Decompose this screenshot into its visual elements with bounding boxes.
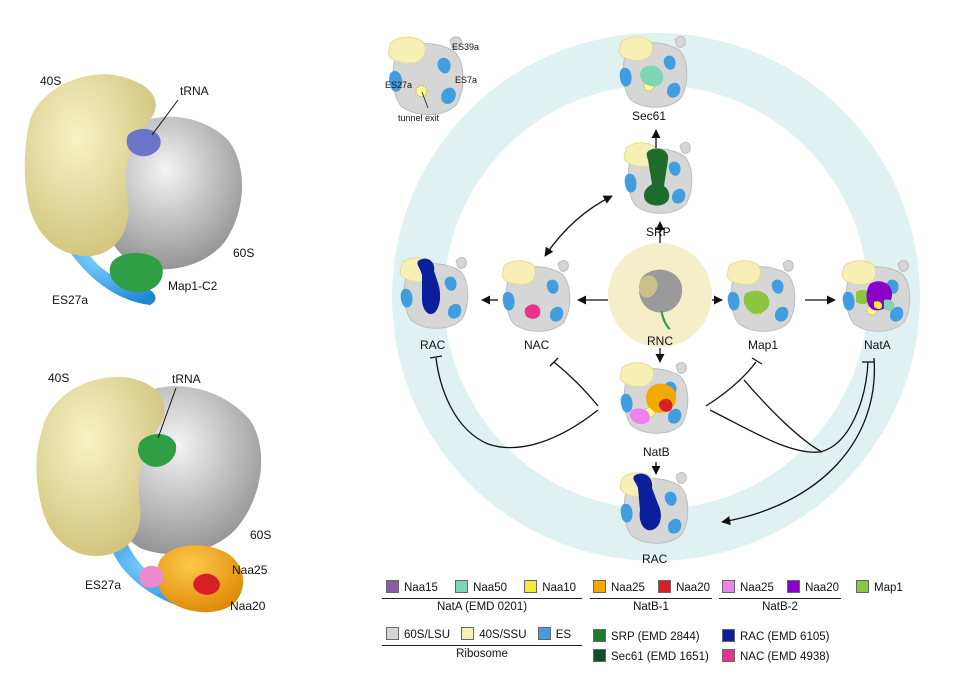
legend-ribosome: 60S/LSU 40S/SSU ES xyxy=(386,627,571,641)
label-natb: NatB xyxy=(643,445,670,459)
nac-pink-density xyxy=(139,565,164,588)
node-rac-left xyxy=(399,257,469,329)
ssu-density-top xyxy=(24,74,156,257)
legend-title-natb2: NatB-2 xyxy=(762,601,798,613)
trna-density-bottom xyxy=(138,434,177,467)
label-map1: Map1 xyxy=(748,338,778,352)
legend-title-ribosome: Ribosome xyxy=(456,648,508,660)
legend-srp-sec61: SRP (EMD 2844) Sec61 (EMD 1651) xyxy=(593,627,709,667)
label-es7a: ES7a xyxy=(455,75,477,85)
node-natb xyxy=(619,362,689,434)
pathway-arrows xyxy=(429,129,876,526)
label-es39a: ES39a xyxy=(452,42,479,52)
label-60s-bottom: 60S xyxy=(250,528,271,542)
legend-title-nata: NatA (EMD 0201) xyxy=(436,601,528,613)
trna-leader-bottom xyxy=(157,387,177,439)
label-trna-bottom: tRNA xyxy=(172,372,201,386)
label-40s-bottom: 40S xyxy=(48,371,69,385)
arrow-srp-nac xyxy=(544,195,613,257)
node-nac xyxy=(501,260,571,332)
inhibit-bar-nac xyxy=(549,357,559,367)
legend-title-natb1: NatB-1 xyxy=(633,601,669,613)
legend-item-naa25-natb1: Naa25 xyxy=(593,580,645,594)
inhibit-line-map1-natb xyxy=(743,379,823,453)
legend-item-map1: Map1 xyxy=(856,580,903,594)
inhibit-natb-rac xyxy=(435,357,599,449)
label-rac-bottom: RAC xyxy=(642,552,668,566)
legend-item-nac: NAC (EMD 4938) xyxy=(722,647,829,667)
legend-item-es: ES xyxy=(537,627,571,641)
legend-natb1: Naa25 Naa20 xyxy=(593,580,710,594)
legend-natb2: Naa25 Naa20 xyxy=(722,580,839,594)
legend-line-ribosome xyxy=(382,645,582,646)
label-es27a-ref: ES27a xyxy=(385,80,412,90)
legend-item-lsu: 60S/LSU xyxy=(386,627,450,641)
inhibit-natb-nata xyxy=(709,361,869,453)
tunnel-leader xyxy=(421,91,429,109)
label-es27a-bottom: ES27a xyxy=(85,578,121,592)
legend-item-naa25-natb2: Naa25 xyxy=(722,580,774,594)
legend-item-naa20-natb2: Naa20 xyxy=(787,580,839,594)
structure-bottom xyxy=(36,377,262,613)
label-rnc: RNC xyxy=(647,334,673,348)
ssu-density-bottom xyxy=(36,377,165,556)
inhibit-natb-nac xyxy=(553,361,599,407)
label-rac-left: RAC xyxy=(420,338,446,352)
legend-item-naa50: Naa50 xyxy=(455,580,507,594)
node-nata xyxy=(841,260,911,332)
label-nata: NatA xyxy=(864,338,891,352)
node-rac-bottom xyxy=(619,472,689,544)
legend-item-naa15: Naa15 xyxy=(386,580,438,594)
legend-line-natb1 xyxy=(590,598,712,599)
legend-line-nata xyxy=(382,598,582,599)
legend-item-sec61: Sec61 (EMD 1651) xyxy=(593,647,709,667)
legend-item-srp: SRP (EMD 2844) xyxy=(593,627,709,647)
label-es27a-top: ES27a xyxy=(52,293,88,307)
arrow-nata-rac xyxy=(721,357,876,526)
legend-line-natb2 xyxy=(719,598,841,599)
label-40s-top: 40S xyxy=(40,74,61,88)
label-map1-c2: Map1-C2 xyxy=(168,279,218,293)
inhibit-bar-rac xyxy=(429,355,443,359)
label-sec61: Sec61 xyxy=(632,109,666,123)
label-naa25: Naa25 xyxy=(232,563,268,577)
rnc-structure xyxy=(638,269,683,330)
trna-density-top xyxy=(126,128,161,157)
legend-item-naa20-natb1: Naa20 xyxy=(658,580,710,594)
label-srp: SRP xyxy=(646,225,671,239)
label-trna-top: tRNA xyxy=(180,84,209,98)
structure-top xyxy=(24,74,243,305)
legend-item-ssu: 40S/SSU xyxy=(461,627,527,641)
legend-item-naa10: Naa10 xyxy=(524,580,576,594)
node-sec61 xyxy=(618,36,688,108)
label-60s-top: 60S xyxy=(233,246,254,260)
node-map1 xyxy=(726,260,796,332)
legend-item-rac: RAC (EMD 6105) xyxy=(722,627,829,647)
legend-rac-nac: RAC (EMD 6105) NAC (EMD 4938) xyxy=(722,627,829,667)
naa20-density xyxy=(193,573,220,595)
inhibit-natb-map1 xyxy=(705,361,757,407)
inhibit-bar-map1 xyxy=(751,357,763,365)
label-tunnel-exit: tunnel exit xyxy=(398,113,440,123)
map1-density-top xyxy=(109,253,163,292)
node-srp xyxy=(623,142,693,214)
label-naa20: Naa20 xyxy=(230,599,266,613)
legend-nata: Naa15 Naa50 Naa10 xyxy=(386,580,576,594)
trna-leader-top xyxy=(151,99,179,136)
label-nac: NAC xyxy=(524,338,550,352)
